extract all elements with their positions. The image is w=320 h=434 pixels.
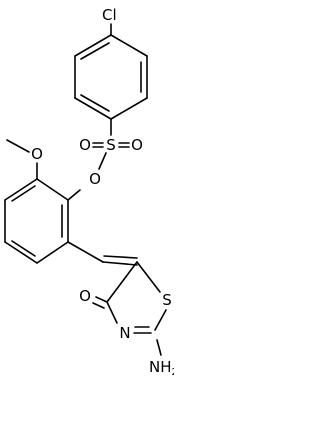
amino-bond <box>156 339 162 356</box>
amino-group-label: NH2 <box>149 358 174 378</box>
methoxy-oxygen-label: O <box>31 145 43 163</box>
sulfonyl-oxygen-left-label: O <box>79 136 91 154</box>
vinyl-double-bond-a <box>102 261 138 266</box>
chlorophenyl-ring <box>74 34 148 120</box>
thiazolone-ring <box>106 261 167 334</box>
carbonyl-double-bond-b <box>92 302 105 309</box>
vinyl-double-bond-b <box>103 255 138 259</box>
ring-ester-oxygen-bond <box>67 189 81 201</box>
amino-subscript-text: 2 <box>172 367 175 378</box>
sulfonyl-group <box>92 142 130 170</box>
amino-nh-text: NH <box>149 358 172 376</box>
chlorine-atom-label: Cl <box>102 6 117 24</box>
methoxyphenyl-ring <box>4 178 69 264</box>
methoxy-methyl-bond <box>6 139 30 153</box>
sulfonyl-sulfur-label: S <box>106 136 116 154</box>
ring-nitrogen-label: N <box>119 324 130 342</box>
sulfonyl-oxygen-right-label: O <box>131 136 143 154</box>
carbonyl-double-bond-a <box>95 296 108 303</box>
carbonyl-oxygen-label: O <box>79 287 91 305</box>
ester-oxygen-label: O <box>89 170 101 188</box>
ring-sulfur-label: S <box>162 291 172 309</box>
chemical-structure-diagram: Cl S O O O O O S N NH2 <box>4 6 174 378</box>
ring-vinyl-bond <box>67 241 104 263</box>
